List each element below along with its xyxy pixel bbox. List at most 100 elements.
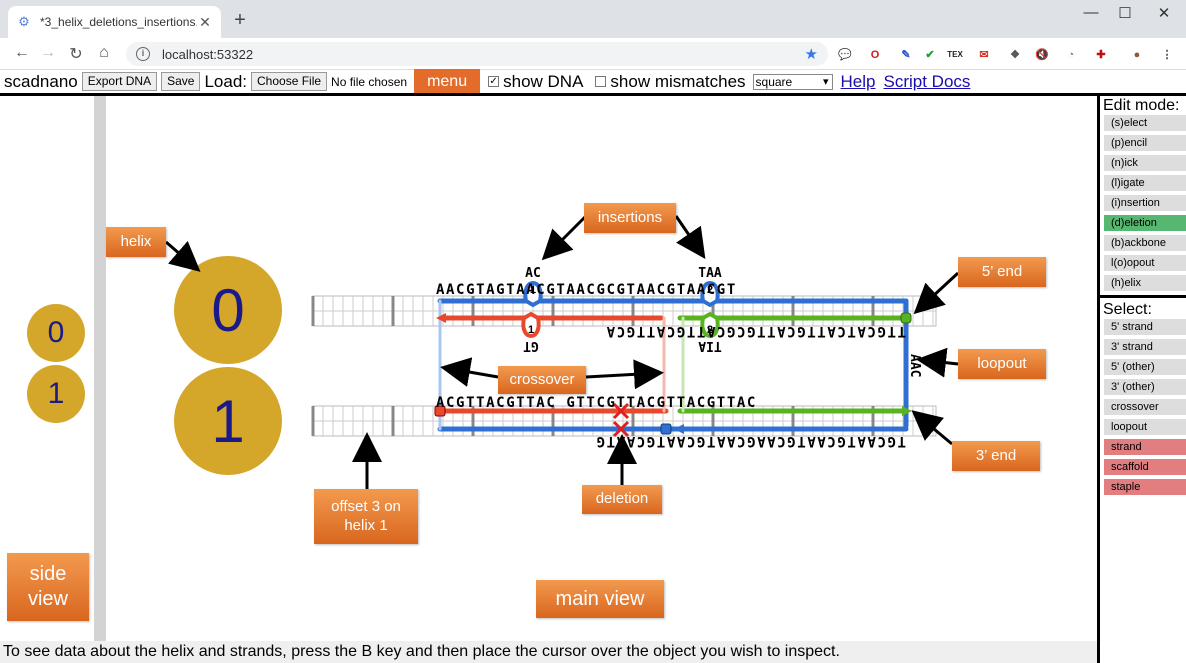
five-end-callout: 5’ end bbox=[958, 257, 1046, 287]
red-strand-3prime-arrow bbox=[436, 313, 446, 323]
grid-select[interactable]: square bbox=[752, 73, 833, 90]
loopout-callout: loopout bbox=[958, 349, 1046, 379]
show-mismatches-checkbox[interactable] bbox=[595, 76, 607, 87]
arrow-insertions-1 bbox=[541, 214, 588, 261]
opera-ext-icon[interactable]: O bbox=[870, 49, 880, 61]
tex-ext-icon[interactable]: TEX bbox=[947, 50, 963, 59]
deletion-mark-bottom bbox=[612, 420, 630, 438]
script-docs-link[interactable]: Script Docs bbox=[883, 71, 971, 91]
select-filter-2[interactable]: 5' (other) bbox=[1104, 359, 1186, 375]
arrow-helix-to-main bbox=[165, 240, 201, 272]
side-helix-0[interactable]: 0 bbox=[27, 304, 85, 362]
helix-1-top-sequence: ACGTTACGTTAC GTTCGTTACGTTACGTTAC bbox=[436, 395, 757, 411]
select-filter-5[interactable]: loopout bbox=[1104, 419, 1186, 435]
svg-text:1: 1 bbox=[528, 324, 534, 336]
edit-mode-7[interactable]: l(o)opout bbox=[1104, 255, 1186, 271]
select-filter-1[interactable]: 3' strand bbox=[1104, 339, 1186, 355]
puzzle-ext-icon[interactable]: ✚ bbox=[1096, 49, 1106, 61]
check-ext-icon[interactable]: ✔ bbox=[925, 49, 935, 61]
edit-mode-0[interactable]: (s)elect bbox=[1104, 115, 1186, 131]
choose-file-button[interactable]: Choose File bbox=[251, 72, 328, 91]
home-icon[interactable]: ⌂ bbox=[99, 44, 109, 61]
load-label: Load: bbox=[204, 71, 247, 91]
minimize-button[interactable]: — bbox=[1083, 4, 1099, 21]
chat-ext-icon[interactable]: 💬 bbox=[838, 49, 852, 61]
tab-title: *3_helix_deletions_insertions.dna bbox=[40, 15, 197, 29]
green-strand-3prime-arrow bbox=[902, 406, 912, 416]
helix-0-top-sequence: AACGTAGTAACGTAACGCGTAACGTAACGT bbox=[436, 282, 737, 298]
menu-button[interactable]: menu bbox=[414, 68, 481, 95]
site-info-icon[interactable]: i bbox=[136, 47, 150, 61]
show-dna-checkbox[interactable]: ✓ bbox=[488, 76, 500, 87]
url-text: localhost:53322 bbox=[162, 46, 254, 62]
export-dna-button[interactable]: Export DNA bbox=[81, 72, 158, 91]
edit-mode-4[interactable]: (i)nsertion bbox=[1104, 195, 1186, 211]
maximize-button[interactable]: ☐ bbox=[1118, 5, 1132, 22]
select-title: Select: bbox=[1103, 301, 1152, 318]
deletion-mark-top bbox=[612, 402, 630, 420]
dropbox-ext-icon[interactable]: ❖ bbox=[1010, 49, 1020, 61]
new-tab-button[interactable]: + bbox=[234, 9, 246, 31]
three-end-callout: 3’ end bbox=[952, 441, 1040, 471]
blue-strand-3prime-arrow bbox=[674, 424, 684, 434]
tab-close-icon[interactable]: ✕ bbox=[199, 13, 211, 30]
mute-ext-icon[interactable]: 🔇 bbox=[1035, 49, 1049, 61]
helix-1-bottom-sequence: TGCAATGCAATGCAAGCAATGCAATGCAATG bbox=[595, 433, 906, 449]
select-filter-8[interactable]: staple bbox=[1104, 479, 1186, 495]
side-helix-1[interactable]: 1 bbox=[27, 365, 85, 423]
main-helix-1-label: 1 bbox=[211, 387, 245, 455]
deletion-callout: deletion bbox=[582, 485, 662, 514]
arrow-loopout bbox=[916, 347, 959, 378]
select-filter-7[interactable]: scaffold bbox=[1104, 459, 1186, 475]
arrow-three-end bbox=[911, 410, 953, 446]
loopout-sequence: AAC bbox=[907, 354, 922, 377]
arrow-crossover-left bbox=[440, 357, 499, 387]
select-filter-0[interactable]: 5' strand bbox=[1104, 319, 1186, 335]
save-button[interactable]: Save bbox=[161, 72, 201, 91]
select-filter-4[interactable]: crossover bbox=[1104, 399, 1186, 415]
side-helix-1-label: 1 bbox=[47, 377, 65, 410]
edit-mode-2[interactable]: (n)ick bbox=[1104, 155, 1186, 171]
select-filter-6[interactable]: strand bbox=[1104, 439, 1186, 455]
view-divider-handle[interactable] bbox=[94, 96, 106, 641]
bookmark-star-icon[interactable]: ★ bbox=[804, 46, 818, 63]
edit-mode-1[interactable]: (p)encil bbox=[1104, 135, 1186, 151]
main-helix-1-circle: 1 bbox=[174, 367, 282, 475]
close-window-button[interactable]: ✕ bbox=[1157, 5, 1171, 22]
browser-menu-icon[interactable]: ⋮ bbox=[1161, 49, 1173, 61]
edit-mode-8[interactable]: (h)elix bbox=[1104, 275, 1186, 291]
svg-text:2: 2 bbox=[707, 324, 713, 336]
blue-strand-5prime-end bbox=[660, 423, 672, 435]
status-bar: To see data about the helix and strands,… bbox=[0, 641, 1097, 663]
edit-mode-5[interactable]: (d)eletion bbox=[1104, 215, 1186, 231]
forward-arrow-icon[interactable]: → bbox=[40, 44, 56, 61]
clock-ext-icon[interactable]: ◔ bbox=[1067, 49, 1075, 61]
no-file-label: No file chosen bbox=[331, 74, 408, 89]
side-helix-0-label: 0 bbox=[47, 316, 65, 349]
edit-mode-3[interactable]: (l)igate bbox=[1104, 175, 1186, 191]
edit-mode-6[interactable]: (b)ackbone bbox=[1104, 235, 1186, 251]
back-arrow-icon[interactable]: ← bbox=[14, 44, 30, 61]
browser-tab-bar: ⚙ *3_helix_deletions_insertions.dna ✕ + … bbox=[0, 0, 1186, 38]
main-view-callout: main view bbox=[536, 580, 664, 618]
helix-0-bottom-sequence: TTGCATCATTGCATTGCGCATTGCATTGCA bbox=[605, 323, 906, 339]
mail-ext-icon[interactable]: ✉ bbox=[979, 49, 989, 61]
reload-icon[interactable]: ↻ bbox=[69, 46, 83, 63]
insertions-callout: insertions bbox=[584, 203, 676, 233]
profile-avatar-icon[interactable]: ● bbox=[1133, 49, 1141, 61]
crossover-callout: crossover bbox=[498, 366, 586, 394]
url-omnibox[interactable]: i localhost:53322 ★ bbox=[126, 42, 828, 66]
help-link[interactable]: Help bbox=[840, 71, 876, 91]
main-helix-0-circle: 0 bbox=[174, 256, 282, 364]
pen-ext-icon[interactable]: ✎ bbox=[901, 49, 911, 61]
select-filter-3[interactable]: 3' (other) bbox=[1104, 379, 1186, 395]
panel-separator bbox=[1100, 295, 1186, 298]
browser-tab[interactable]: ⚙ *3_helix_deletions_insertions.dna ✕ bbox=[8, 6, 221, 38]
svg-text:2: 2 bbox=[707, 284, 713, 296]
side-view-pane[interactable]: 0 1 bbox=[0, 96, 94, 641]
green-strand-5prime-end bbox=[900, 312, 912, 324]
svg-text:TIA: TIA bbox=[698, 338, 722, 353]
